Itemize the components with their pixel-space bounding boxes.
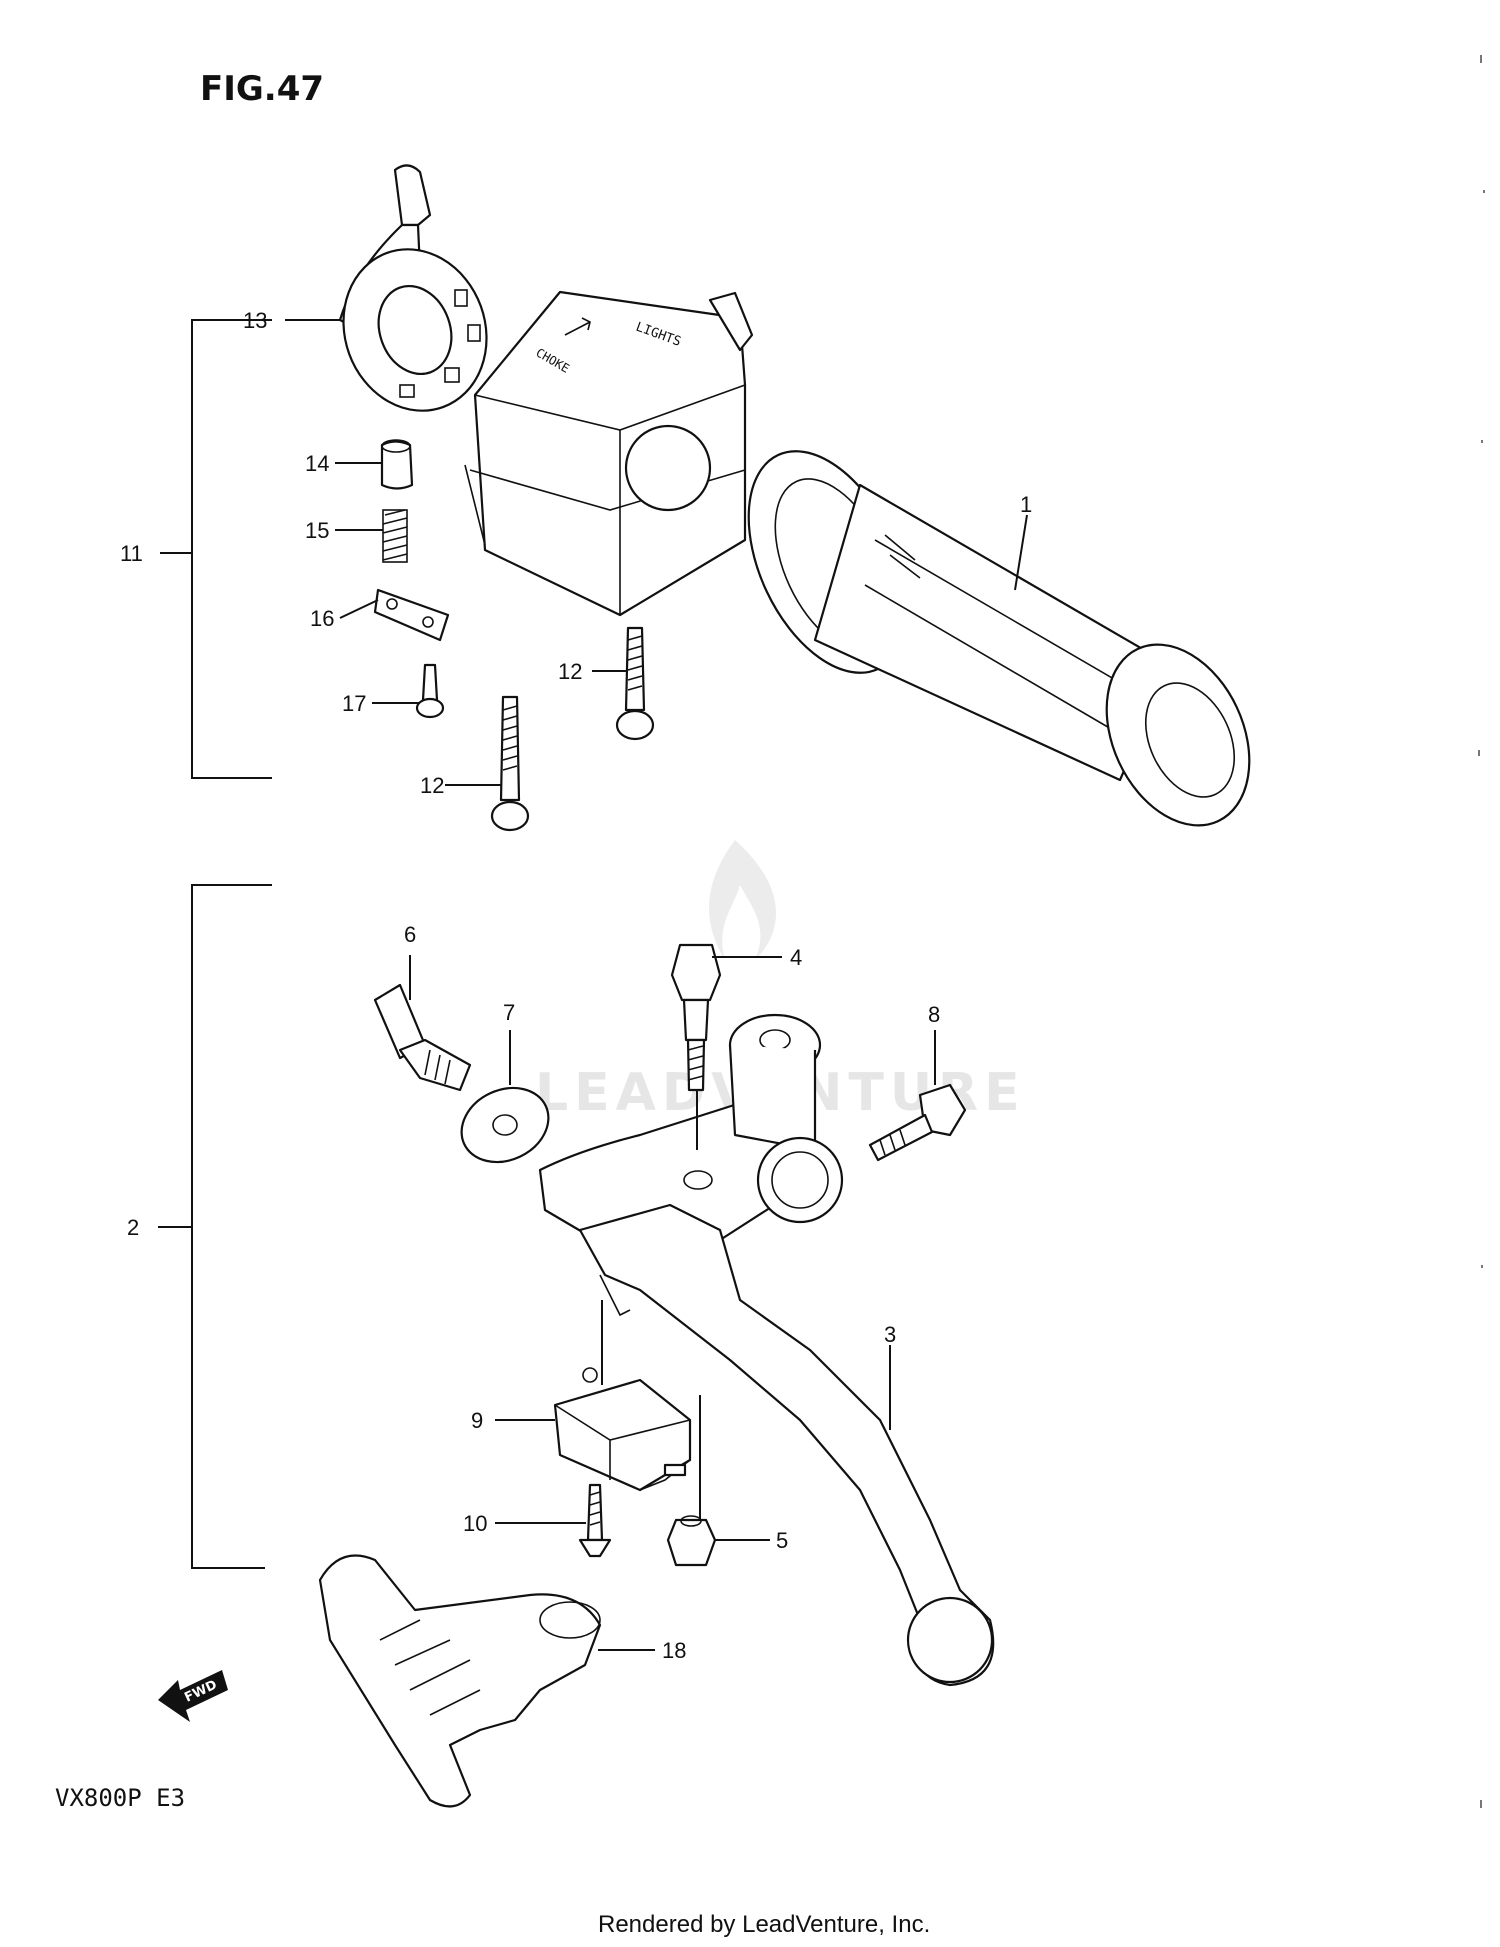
bracket-group-2: [191, 884, 272, 1569]
part-1-grip: [747, 450, 1251, 827]
lever-holder: [538, 1013, 844, 1262]
part-13-choke-lever: [338, 164, 488, 412]
callout-16: 16: [310, 606, 334, 631]
callout-2: 2: [127, 1215, 139, 1240]
part-6-adjuster: [373, 983, 472, 1092]
part-18-lever-cover: [318, 1554, 602, 1808]
part-17-screw: [415, 663, 445, 719]
scan-specks: [1478, 55, 1485, 1808]
callout-7: 7: [503, 1000, 515, 1025]
callout-12-lower: 12: [420, 773, 444, 798]
part-12-screw-upper: [615, 626, 655, 741]
part-16-plate: [373, 588, 450, 642]
part-12-screw-lower: [490, 695, 530, 832]
callout-11: 11: [120, 541, 143, 566]
part-14-cap: [380, 439, 414, 490]
callout-9: 9: [471, 1408, 483, 1433]
leader-lines: [285, 319, 1028, 1651]
callout-4: 4: [790, 945, 802, 970]
figure-title: FIG.47: [200, 69, 324, 109]
part-15-spring: [382, 509, 408, 563]
callouts: 1 2 3 4 5 6 7 8 9 10 11 12 12 13 14 15 1…: [120, 308, 1032, 1663]
callout-5: 5: [776, 1528, 788, 1553]
callout-10: 10: [463, 1511, 487, 1536]
callout-3: 3: [884, 1322, 896, 1347]
callout-18: 18: [662, 1638, 686, 1663]
part-7-locknut: [460, 1086, 550, 1164]
callout-13: 13: [243, 308, 267, 333]
callout-1: 1: [1020, 492, 1032, 517]
bracket-group-11: [191, 319, 272, 779]
callout-8: 8: [928, 1002, 940, 1027]
fwd-arrow-icon: FWD: [158, 1670, 228, 1722]
part-10-screw: [578, 1483, 612, 1558]
part-8-bolt: [868, 1083, 967, 1162]
part-9-clutch-switch: [553, 1367, 692, 1492]
callout-6: 6: [404, 922, 416, 947]
model-code: VX800P E3: [55, 1784, 185, 1812]
part-5-nut: [666, 1515, 717, 1567]
footer-credit: Rendered by LeadVenture, Inc.: [598, 1911, 930, 1938]
part-3-clutch-lever: [578, 1203, 995, 1687]
leadventure-flame-logo: [708, 840, 777, 960]
callout-17: 17: [342, 691, 366, 716]
switch-housing: LIGHTS CHOKE: [464, 290, 754, 617]
callout-15: 15: [305, 518, 329, 543]
callout-14: 14: [305, 451, 329, 476]
callout-12-upper: 12: [558, 659, 582, 684]
part-4-bolt: [670, 943, 722, 1092]
